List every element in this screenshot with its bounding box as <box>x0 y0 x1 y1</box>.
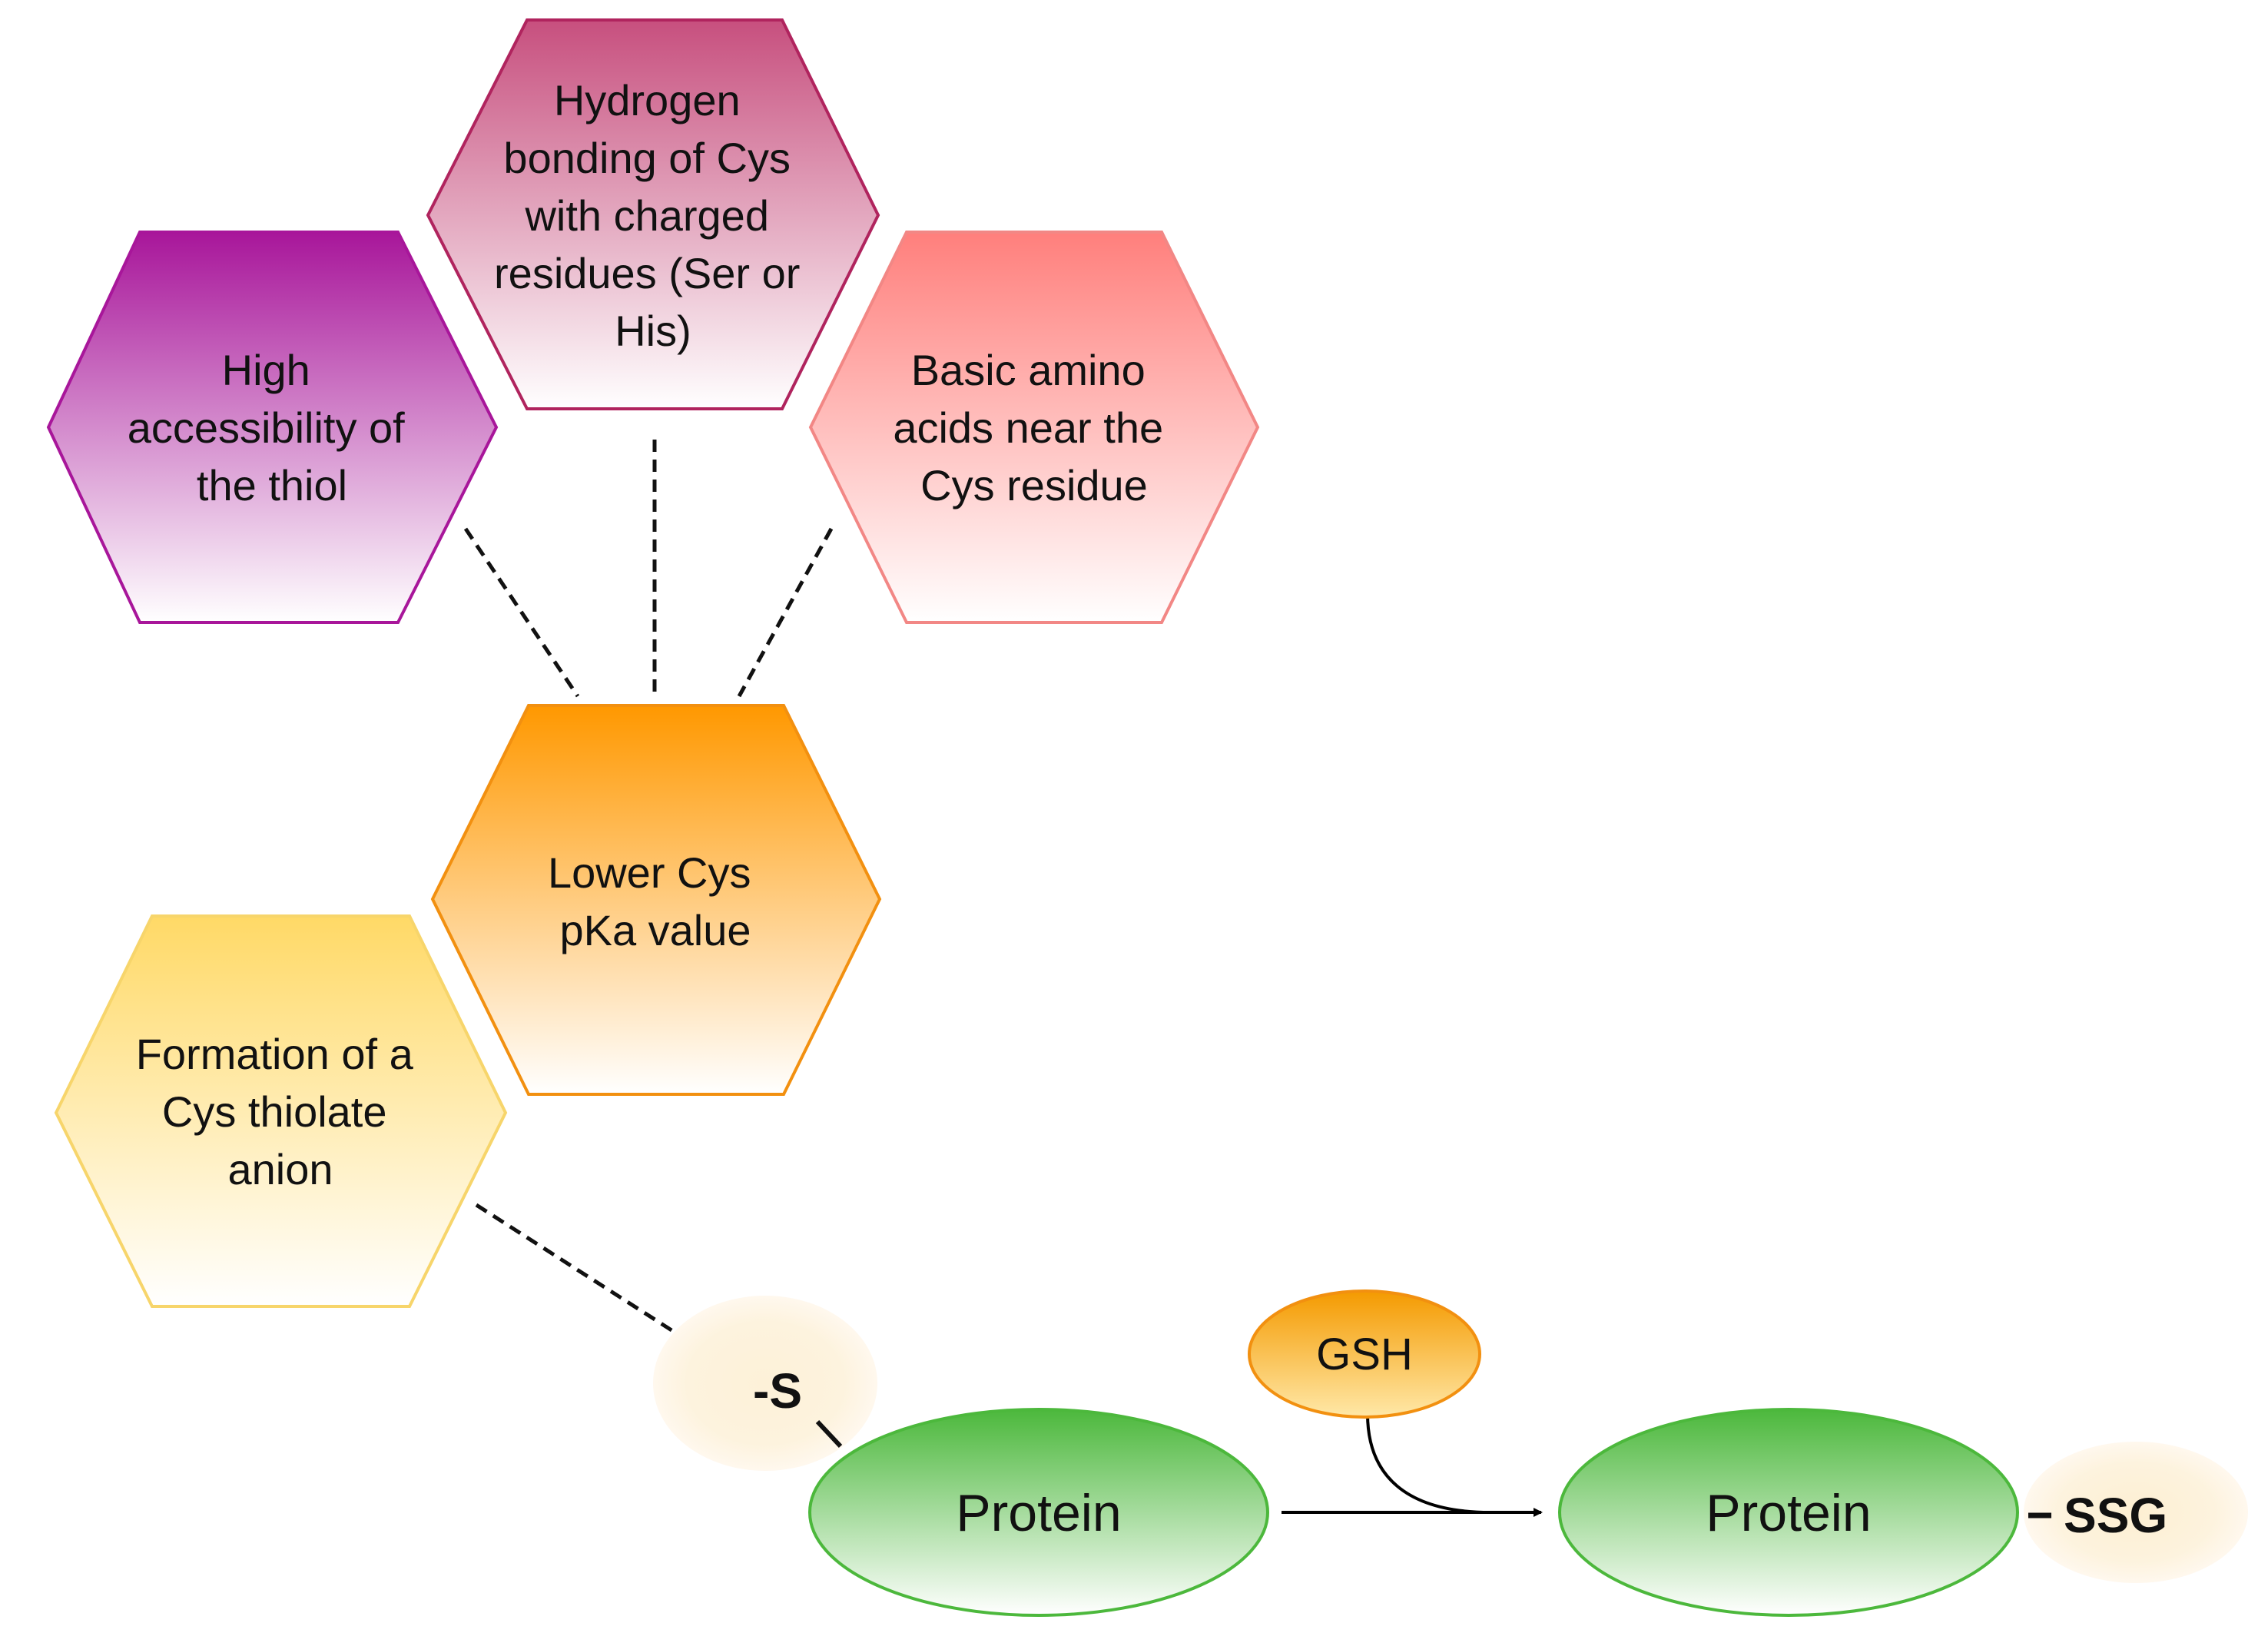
gsh-label: GSH <box>1316 1329 1413 1379</box>
connector-basic-to-pka <box>737 527 834 698</box>
hexagon-lower-pka: Lower Cys pKa value <box>430 704 882 1096</box>
gsh-node: GSH <box>1248 1289 1481 1419</box>
thiolate-bond <box>815 1419 843 1449</box>
hexagon-thiolate-formation: Formation of a Cys thiolate anion <box>54 914 508 1308</box>
gsh-curved-arrow <box>1366 1413 1491 1514</box>
ssg-glow <box>2024 1442 2248 1583</box>
hexagon-high-accessibility: High accessibility of the thiol <box>46 231 499 624</box>
hexagon-high-accessibility-label: High accessibility of the thiol <box>128 346 417 509</box>
connector-thiolate-to-s <box>475 1203 681 1338</box>
protein-left-label: Protein <box>956 1484 1121 1542</box>
protein-right-label: Protein <box>1706 1484 1871 1542</box>
connectors <box>463 440 834 1338</box>
ssg-label: SSG <box>2064 1488 2167 1543</box>
connector-accessibility-to-pka <box>463 527 580 698</box>
hexagon-basic-amino-acids: Basic amino acids near the Cys residue <box>808 231 1260 624</box>
hexagon-hydrogen-bonding: Hydrogen bonding of Cys with charged res… <box>426 18 880 410</box>
hexagon-basic-amino-acids-label: Basic amino acids near the Cys residue <box>893 346 1175 509</box>
thiolate-label: -S <box>753 1363 802 1419</box>
hexagon-thiolate-formation-label: Formation of a Cys thiolate anion <box>136 1030 426 1193</box>
hexagon-hydrogen-bonding-label: Hydrogen bonding of Cys with charged res… <box>494 76 812 355</box>
hexagon-lower-pka-label: Lower Cys pKa value <box>548 848 763 954</box>
protein-left: Protein <box>808 1408 1269 1617</box>
protein-right: Protein <box>1558 1408 2019 1617</box>
